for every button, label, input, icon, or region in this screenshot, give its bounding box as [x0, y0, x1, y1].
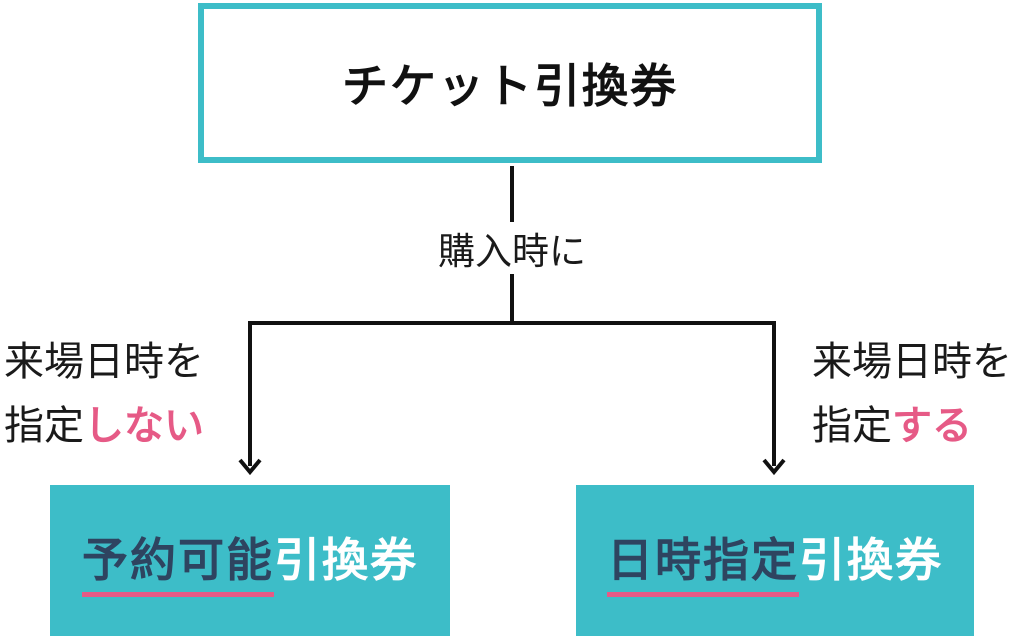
- ticket-voucher-box: チケット引換券: [198, 3, 822, 163]
- right-arrowhead: [762, 458, 786, 476]
- right-branch-line2: 指定する: [812, 394, 1012, 458]
- ticket-voucher-title: チケット引換券: [342, 59, 678, 113]
- left-branch-line2: 指定しない: [4, 394, 204, 458]
- right-branch-prefix: 指定: [812, 403, 892, 449]
- right-branch-line1: 来場日時を: [812, 339, 1012, 385]
- reservable-key-text: 予約可能: [82, 524, 274, 597]
- left-branch-label: 来場日時を 指定しない: [4, 330, 204, 458]
- left-branch-prefix: 指定: [4, 403, 84, 449]
- date-specified-voucher-text: 日時指定引換券: [607, 524, 943, 597]
- right-branch-emphasis: する: [892, 403, 972, 449]
- purchase-timing-label: 購入時に: [412, 222, 612, 274]
- left-branch-emphasis: しない: [84, 403, 204, 449]
- date-specified-key-text: 日時指定: [607, 524, 799, 597]
- date-specified-suffix-text: 引換券: [799, 533, 943, 587]
- date-specified-voucher-box: 日時指定引換券: [576, 485, 974, 636]
- left-arrowhead: [238, 458, 262, 476]
- right-branch-label: 来場日時を 指定する: [812, 330, 1012, 458]
- reservable-voucher-box: 予約可能引換券: [50, 485, 450, 636]
- reservable-suffix-text: 引換券: [274, 533, 418, 587]
- reservable-voucher-text: 予約可能引換券: [82, 524, 418, 597]
- left-branch-line1: 来場日時を: [4, 339, 204, 385]
